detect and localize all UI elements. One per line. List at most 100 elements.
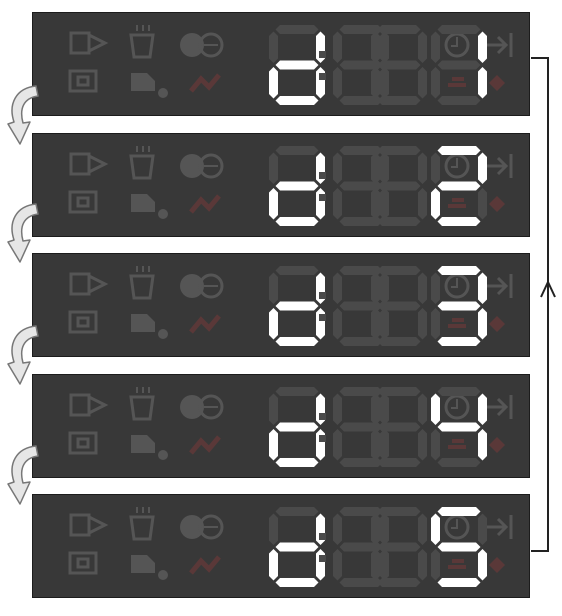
seven-segment-digit-1 [269,25,325,105]
segment-a [339,387,383,396]
segment-f [333,393,342,425]
segment-d [437,458,481,467]
segment-f [431,152,440,184]
segment-d [437,337,481,346]
seven-segment-digit-2 [333,25,389,105]
colon-dot-top [319,292,326,299]
extra-icon [489,437,505,453]
seven-segment-digit-3 [371,146,427,226]
seven-segment-digit-2 [333,146,389,226]
segment-d [275,96,319,105]
segment-e [269,308,278,340]
segment-g [339,542,383,552]
segment-a [437,25,481,34]
seven-segment-digit-3 [371,507,427,587]
extra-icon [489,316,505,332]
segment-e [431,429,440,461]
segment-c [418,188,427,220]
segment-d [339,217,383,226]
segment-g [275,60,319,70]
detergent-icon [129,266,155,300]
display-panel-1: d:01 [32,12,530,116]
segment-d [377,96,421,105]
segment-d [437,217,481,226]
segment-d [339,458,383,467]
segment-e [269,67,278,99]
colon-dot-top [319,413,326,420]
half-load-icon [180,273,224,299]
segment-g [339,301,383,311]
half-load-icon [180,514,224,540]
segment-c [380,308,389,340]
segment-c [478,429,487,461]
segment-a [339,25,383,34]
seven-segment-digit-1 [269,387,325,467]
segment-g [437,422,481,432]
segment-g [275,422,319,432]
segment-b [418,31,427,63]
segment-d [377,458,421,467]
segment-a [377,387,421,396]
display-panel-graphic [68,387,513,467]
seven-segment-digit-3 [371,266,427,346]
segment-e [269,429,278,461]
segment-b [418,272,427,304]
colon-dot-top [319,533,326,540]
segment-g [339,181,383,191]
segment-g [437,181,481,191]
segment-c [380,67,389,99]
prewash-icon [69,393,109,417]
segment-b [418,152,427,184]
segment-a [339,146,383,155]
seven-segment-digit-4 [431,266,487,346]
detergent-icon [129,25,155,59]
segment-e [371,308,380,340]
segment-e [431,308,440,340]
segment-d [275,337,319,346]
colon-dot-bottom [319,194,326,201]
salt-icon [189,194,221,214]
segment-f [371,272,380,304]
segment-g [339,422,383,432]
segment-b [478,513,487,545]
segment-g [437,542,481,552]
water-icon [448,439,466,449]
segment-a [377,507,421,516]
segment-f [431,272,440,304]
rinse-aid-icon [131,314,168,339]
segment-c [418,67,427,99]
segment-g [377,542,421,552]
display-panel-3: d:03 [32,253,530,357]
segment-e [333,308,342,340]
seven-segment-digit-4 [431,25,487,105]
segment-f [269,31,278,63]
salt-icon [189,555,221,575]
segment-b [380,513,389,545]
segment-g [339,60,383,70]
segment-c [478,67,487,99]
segment-d [377,578,421,587]
colon-dot-bottom [319,435,326,442]
segment-a [275,146,319,155]
segment-d [437,578,481,587]
prewash-icon [69,31,109,55]
segment-c [380,429,389,461]
segment-e [333,67,342,99]
segment-c [478,308,487,340]
segment-a [437,266,481,275]
segment-e [333,188,342,220]
rinse-aid-icon [131,73,168,98]
segment-a [275,387,319,396]
segment-a [437,507,481,516]
segment-c [478,188,487,220]
eco-icon [68,551,98,575]
water-icon [448,77,466,87]
segment-f [333,152,342,184]
water-icon [448,559,466,569]
segment-d [275,217,319,226]
segment-g [437,60,481,70]
segment-c [380,549,389,581]
segment-f [371,513,380,545]
segment-g [437,301,481,311]
